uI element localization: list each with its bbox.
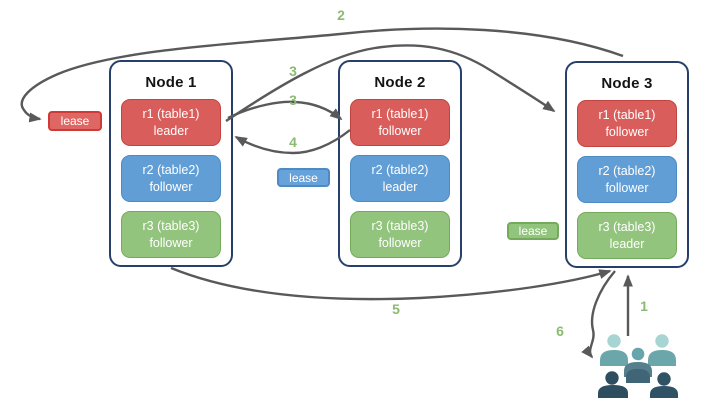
node-2-title: Node 2 xyxy=(374,74,426,91)
node-1-box: Node 1 r1 (table1) leader r2 (table2) fo… xyxy=(109,60,233,267)
replica-name: r2 (table2) xyxy=(371,163,429,177)
replica-r1-node2: r1 (table1) follower xyxy=(350,99,450,146)
replica-role: follower xyxy=(149,235,193,250)
replica-role: follower xyxy=(149,179,193,194)
replica-name: r1 (table1) xyxy=(142,107,200,121)
node-2-box: Node 2 r1 (table1) follower r2 (table2) … xyxy=(338,60,462,267)
step-label-5: 5 xyxy=(392,301,400,317)
replica-r1-node3: r1 (table1) follower xyxy=(577,100,677,147)
step-label-3a: 3 xyxy=(289,63,297,79)
step-label-1: 1 xyxy=(640,298,648,314)
replica-r2-node2: r2 (table2) leader xyxy=(350,155,450,202)
replica-name: r1 (table1) xyxy=(371,107,429,121)
lease-badge-table1: lease xyxy=(48,111,102,131)
flow-arrow-step3-to-node2 xyxy=(227,100,343,121)
replica-role: follower xyxy=(378,123,422,138)
replica-name: r2 (table2) xyxy=(598,164,656,178)
replica-name: r2 (table2) xyxy=(142,163,200,177)
replica-name: r3 (table3) xyxy=(371,219,429,233)
node-3-title: Node 3 xyxy=(601,75,653,92)
replica-name: r1 (table1) xyxy=(598,108,656,122)
step-label-3b: 3 xyxy=(289,92,297,108)
lease-badge-table2: lease xyxy=(277,168,330,187)
replica-role: leader xyxy=(609,236,645,251)
replica-r2-node1: r2 (table2) follower xyxy=(121,155,221,202)
replica-role: follower xyxy=(605,124,649,139)
replica-r1-node1: r1 (table1) leader xyxy=(121,99,221,146)
replica-r3-node3: r3 (table3) leader xyxy=(577,212,677,259)
replica-role: follower xyxy=(378,235,422,250)
flow-arrow-step6 xyxy=(581,270,616,359)
replica-role: leader xyxy=(382,179,418,194)
replica-r2-node3: r2 (table2) follower xyxy=(577,156,677,203)
replica-name: r3 (table3) xyxy=(598,220,656,234)
replica-role: follower xyxy=(605,180,649,195)
replica-role: leader xyxy=(153,123,189,138)
users-group-icon xyxy=(598,334,678,398)
replica-r3-node2: r3 (table3) follower xyxy=(350,211,450,258)
step-label-2: 2 xyxy=(337,7,345,23)
lease-badge-table3: lease xyxy=(507,222,559,240)
step-label-4: 4 xyxy=(289,134,297,150)
node-1-title: Node 1 xyxy=(145,74,197,91)
replica-r3-node1: r3 (table3) follower xyxy=(121,211,221,258)
replica-name: r3 (table3) xyxy=(142,219,200,233)
step-label-6: 6 xyxy=(556,323,564,339)
flow-arrow-step5 xyxy=(170,266,612,301)
node-3-box: Node 3 r1 (table1) follower r2 (table2) … xyxy=(565,61,689,268)
